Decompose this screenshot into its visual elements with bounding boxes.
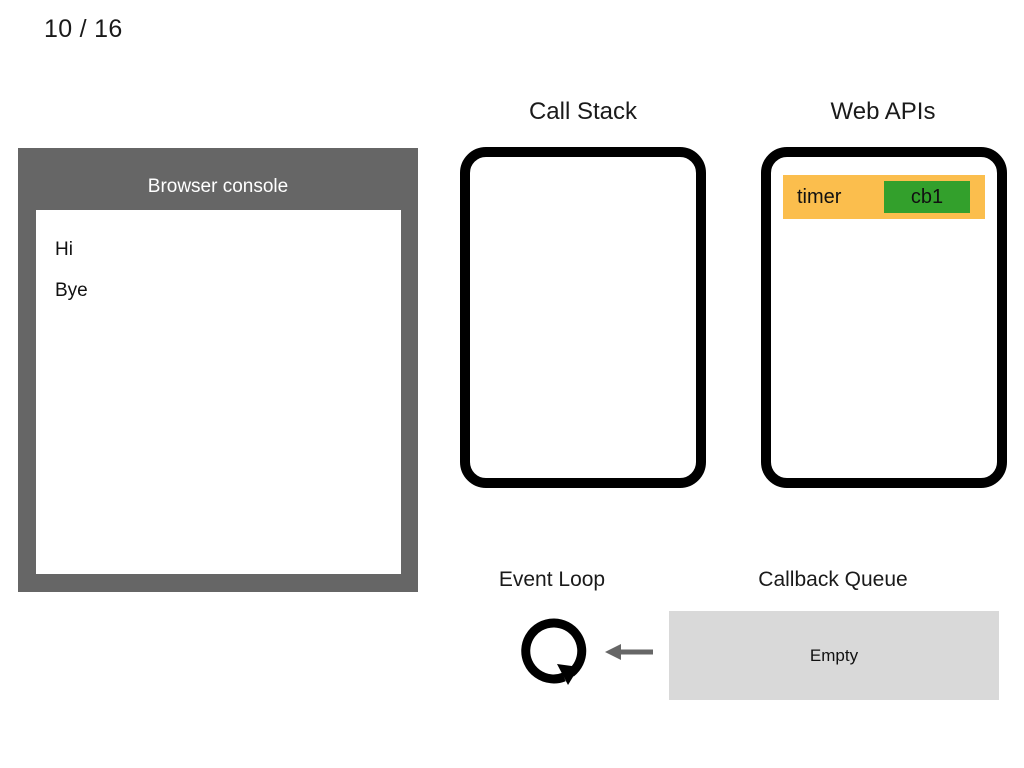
console-log-line: Hi bbox=[55, 239, 73, 260]
web-apis-task-list: timer cb1 bbox=[771, 157, 997, 478]
web-apis-panel: timer cb1 bbox=[761, 147, 1007, 488]
browser-console-output: Hi Bye bbox=[36, 210, 401, 574]
circular-arrow-icon bbox=[516, 611, 594, 689]
callback-queue-title: Callback Queue bbox=[758, 568, 908, 591]
browser-console-title: Browser console bbox=[147, 176, 289, 197]
event-loop-title: Event Loop bbox=[498, 568, 606, 591]
slide-counter: 10 / 16 bbox=[44, 15, 123, 43]
web-apis-title: Web APIs bbox=[830, 98, 936, 125]
console-log-line: Bye bbox=[55, 280, 88, 301]
call-stack-title: Call Stack bbox=[528, 98, 638, 125]
callback-queue-panel: Empty bbox=[669, 611, 999, 700]
callback-queue-status: Empty bbox=[809, 645, 859, 665]
web-api-task-name: timer bbox=[797, 186, 842, 208]
call-stack-panel bbox=[460, 147, 706, 488]
left-arrow-icon bbox=[603, 640, 653, 664]
web-api-callback-badge: cb1 bbox=[884, 181, 970, 213]
call-stack-frames bbox=[470, 157, 696, 478]
web-api-task-row: timer cb1 bbox=[783, 175, 985, 219]
browser-console-panel: Browser console Hi Bye bbox=[18, 148, 418, 592]
